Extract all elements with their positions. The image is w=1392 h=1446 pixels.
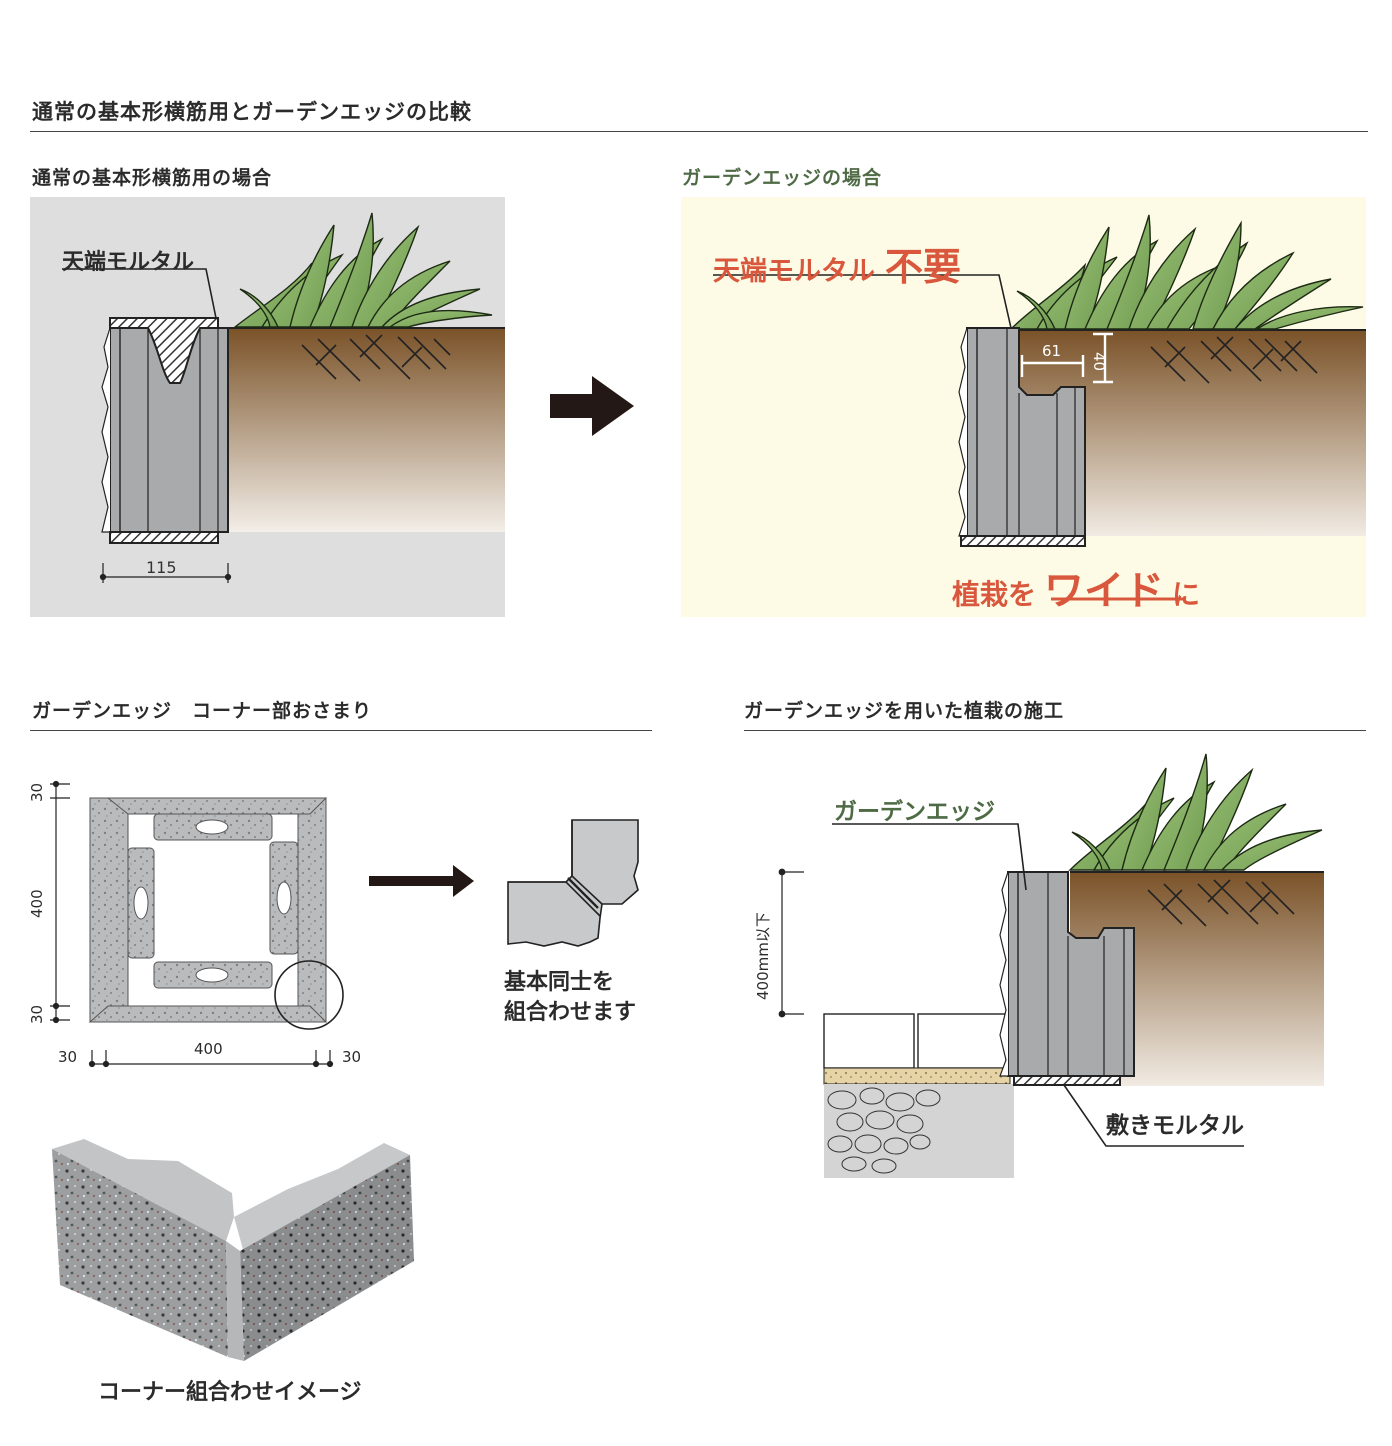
slogan-suffix: に (1172, 578, 1201, 611)
corner-section-rule (30, 730, 652, 731)
slogan-emphasis: ワイド (1044, 568, 1165, 614)
gravel-stones (827, 1087, 941, 1174)
garden-edge-leader-line (832, 823, 1027, 891)
panel-normal-title: 通常の基本形横筋用の場合 (32, 167, 273, 189)
normal-block (101, 317, 229, 544)
dim-400-horizontal-label: 400 (194, 1040, 223, 1058)
mortar-leader-line (62, 268, 217, 319)
dim-left-30-label: 30 (58, 1048, 78, 1066)
construction-section-title: ガーデンエッジを用いた植栽の施工 (744, 700, 1065, 722)
soil-herringbone-lines (301, 334, 451, 382)
dim-right-30-label: 30 (342, 1048, 362, 1066)
corner-section-title: ガーデンエッジ コーナー部おさまり (32, 700, 373, 722)
dim-400-vertical-label: 400 (28, 889, 46, 918)
dim-height-label: 400mm以下 (754, 912, 772, 1000)
dim-bottom-30-label: 30 (28, 1004, 46, 1024)
corner-highlight-circle (274, 960, 344, 1030)
corner-detail-diagram (507, 819, 639, 947)
dim-top-30-label: 30 (28, 782, 46, 802)
dim-height (778, 868, 804, 1018)
construction-diagram (778, 753, 1324, 1178)
dim-40-label: 40 (1090, 352, 1108, 372)
main-title-rule (30, 131, 1368, 132)
slogan: 植栽をワイドに (952, 558, 1200, 616)
panel-garden-title: ガーデンエッジの場合 (682, 167, 883, 189)
corner-note: 基本同士を 組合わせます (504, 968, 636, 1028)
garden-edge-block (958, 327, 1086, 547)
plant-illustration (1068, 753, 1323, 871)
corner-blocks-plan (88, 797, 328, 1023)
paving-block-2 (917, 1013, 1007, 1069)
corner-note-line2: 組合わせます (504, 1000, 637, 1025)
corner-plan-diagram (50, 780, 344, 1068)
soil-herringbone-lines (1147, 879, 1295, 927)
dim-115-label: 115 (146, 558, 177, 577)
construction-section-rule (744, 730, 1366, 731)
soil-area (228, 328, 505, 532)
label-top-mortar-text: 天端モルタル (713, 256, 875, 287)
arrow-right-small-icon (369, 865, 474, 897)
label-unneeded-text: 不要 (885, 245, 962, 289)
dim-61-label: 61 (1042, 342, 1062, 360)
dim-61-40 (1020, 332, 1113, 384)
dim-115 (99, 563, 232, 583)
corner-note-line1: 基本同士を (504, 970, 615, 995)
main-title: 通常の基本形横筋用とガーデンエッジの比較 (32, 100, 472, 124)
plant-illustration (1009, 214, 1364, 330)
label-top-mortar-garden: 天端モルタル不要 (713, 236, 961, 291)
garden-edge-block (999, 871, 1135, 1086)
label-base-mortar: 敷きモルタル (1106, 1113, 1244, 1139)
corner-block-photo (52, 1139, 414, 1361)
mortar-leader-line (713, 274, 1012, 329)
sand-layer (823, 1067, 1011, 1085)
dim-horizontal (88, 1050, 334, 1068)
panel-normal-diagram (30, 197, 505, 617)
label-garden-edge: ガーデンエッジ (834, 799, 995, 825)
base-mortar-leader-line (1063, 1084, 1244, 1147)
plant-illustration (233, 212, 493, 328)
label-top-mortar: 天端モルタル (62, 250, 195, 275)
paving-block-1 (823, 1013, 915, 1069)
panel-garden-diagram (681, 197, 1366, 617)
dim-vertical (50, 780, 70, 1024)
soil-herringbone-lines (1150, 336, 1318, 384)
slogan-prefix: 植栽を (952, 578, 1037, 611)
arrow-right-icon (550, 376, 634, 436)
corner-photo-caption: コーナー組合わせイメージ (98, 1380, 362, 1405)
